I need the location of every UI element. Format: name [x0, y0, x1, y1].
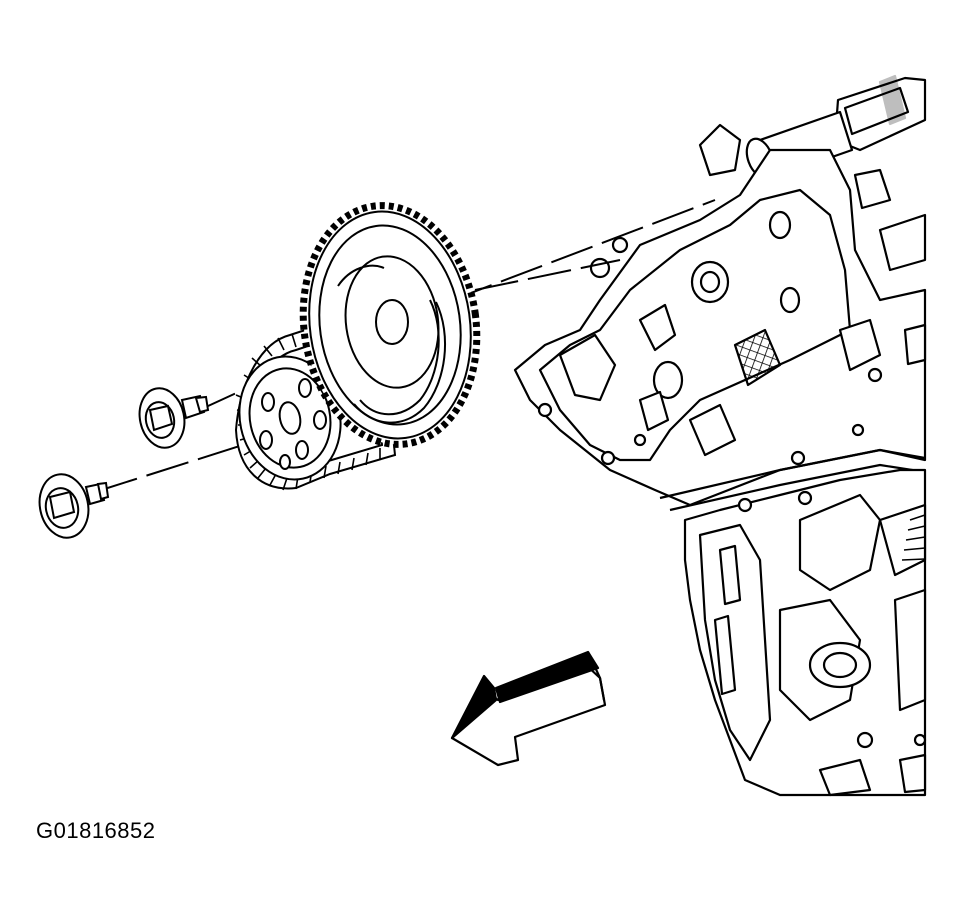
bolt-upper	[138, 387, 210, 449]
crankshaft-sprocket	[238, 355, 342, 481]
direction-arrow	[450, 650, 607, 767]
figure-id-label: G01816852	[36, 818, 156, 843]
camshaft-sprocket	[299, 202, 481, 448]
engine-block	[513, 74, 927, 797]
bolt-lower	[38, 473, 110, 539]
